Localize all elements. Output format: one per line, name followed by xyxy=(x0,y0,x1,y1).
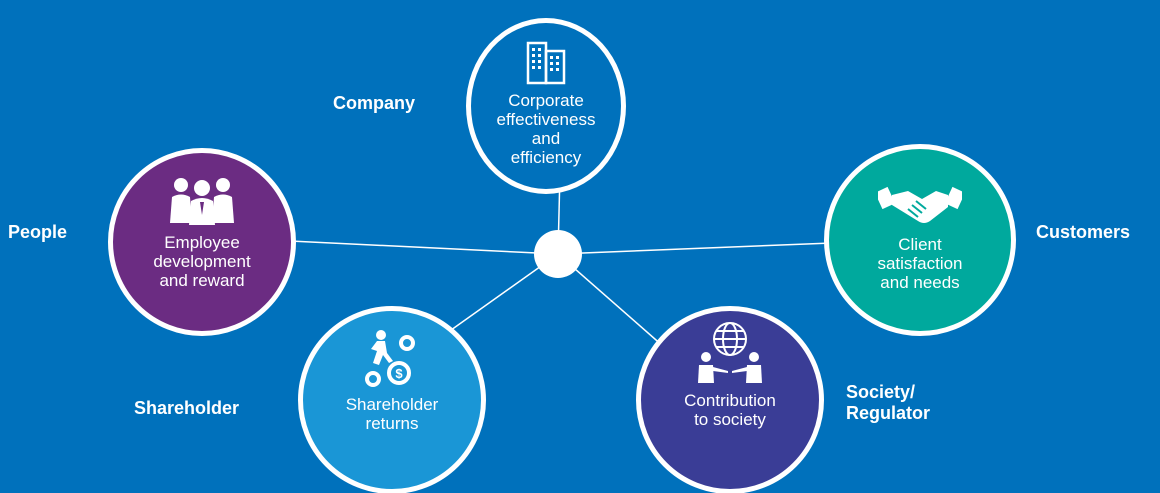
node-shareholder: $ Shareholder returns xyxy=(298,306,486,493)
label-company: Company xyxy=(333,93,416,113)
node-people-text: Employee development and reward xyxy=(153,233,251,290)
label-customers: Customers xyxy=(1036,222,1131,242)
connector-people xyxy=(289,240,559,255)
svg-text:$: $ xyxy=(395,366,403,381)
label-people: People xyxy=(8,222,68,242)
handshake-icon xyxy=(878,169,962,227)
connector-customers xyxy=(557,242,833,255)
team-people-icon xyxy=(167,167,237,225)
node-customers-text: Client satisfaction and needs xyxy=(877,235,963,292)
node-customers: Client satisfaction and needs xyxy=(824,144,1016,336)
globe-people-icon xyxy=(690,322,770,383)
label-society-regulator: Society/ Regulator xyxy=(846,382,931,423)
center-hub xyxy=(534,230,582,278)
climber-gears-icon: $ xyxy=(361,330,423,389)
node-society-text: Contribution to society xyxy=(684,391,776,429)
node-shareholder-text: Shareholder returns xyxy=(345,395,439,433)
office-building-icon xyxy=(524,35,568,85)
node-people: Employee development and reward xyxy=(108,148,296,336)
node-corporate: Corporate effectiveness and efficiency xyxy=(466,18,626,194)
label-shareholder: Shareholder xyxy=(134,398,240,418)
node-society: Contribution to society xyxy=(636,306,824,493)
node-corporate-text: Corporate effectiveness and efficiency xyxy=(496,91,596,167)
